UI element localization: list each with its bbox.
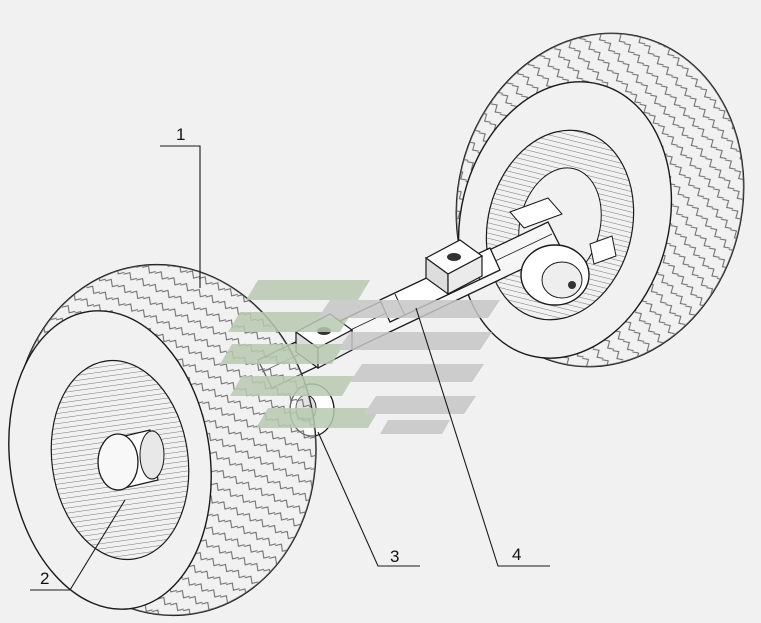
callout-1: 1 [176, 125, 186, 144]
rear-hub-flange [509, 197, 617, 306]
leader-line-3 [317, 431, 420, 567]
leader-line-1 [160, 145, 201, 288]
callout-3: 3 [390, 547, 400, 566]
clamp-block-right [424, 239, 484, 296]
leader-line-4 [415, 307, 550, 567]
watermark-logo [220, 280, 500, 434]
callout-2: 2 [40, 569, 50, 588]
leader-lines [30, 145, 550, 591]
leader-line-2 [30, 499, 126, 591]
callout-4: 4 [512, 545, 522, 564]
